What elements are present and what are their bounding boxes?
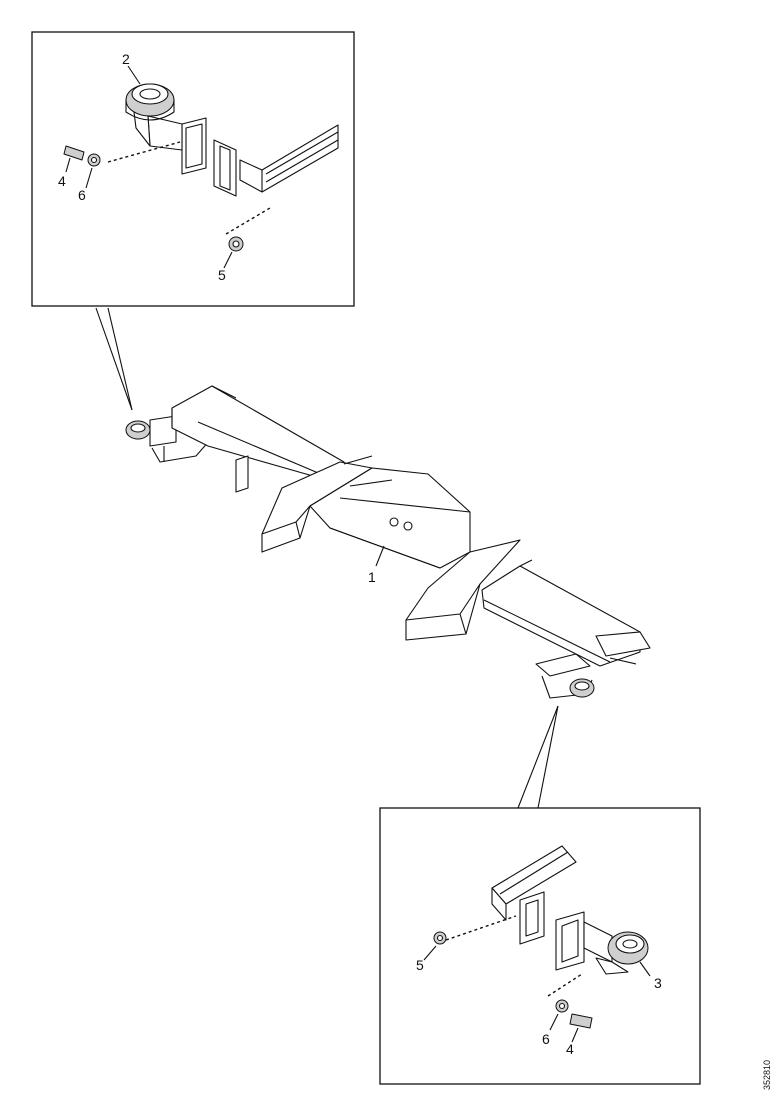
callout-4-top: 4 — [58, 173, 66, 189]
callout-5-top: 5 — [218, 267, 226, 283]
callout-6-bottom: 6 — [542, 1031, 550, 1047]
callout-3: 3 — [654, 975, 662, 991]
pointer-top — [95, 307, 133, 411]
right-saddle — [405, 539, 521, 641]
inset-top-leaders — [65, 65, 233, 269]
detail-inset-top: 2 4 6 5 — [31, 31, 355, 307]
inset-bottom-fasteners — [433, 915, 593, 1029]
document-id: 352810 — [762, 1060, 772, 1090]
inset-top-fasteners — [63, 141, 271, 252]
callout-5-bottom: 5 — [416, 957, 424, 973]
pointer-bottom — [517, 705, 559, 809]
inset-top-frame-rail — [213, 124, 339, 197]
main-crossmember-assembly: 1 — [125, 385, 651, 699]
bolt-icon — [63, 145, 85, 161]
inset-bottom-leaders — [423, 945, 651, 1043]
callout-2: 2 — [122, 51, 130, 67]
detail-inset-bottom: 5 3 6 4 — [379, 807, 701, 1085]
right-hook-mount — [535, 653, 637, 699]
left-hook-mount — [125, 415, 211, 463]
callout-6-top: 6 — [78, 187, 86, 203]
detail-inset-bottom-frame — [379, 807, 701, 1085]
inset-top-hook-bracket — [125, 83, 207, 175]
bolt-icon-bottom — [569, 1013, 593, 1029]
callout-4-bottom: 4 — [566, 1041, 574, 1057]
callout-1: 1 — [368, 569, 376, 585]
inset-bottom-frame-rail — [491, 845, 577, 945]
inset-bottom-hook-bracket — [555, 911, 649, 975]
left-rail-arm — [171, 385, 345, 483]
